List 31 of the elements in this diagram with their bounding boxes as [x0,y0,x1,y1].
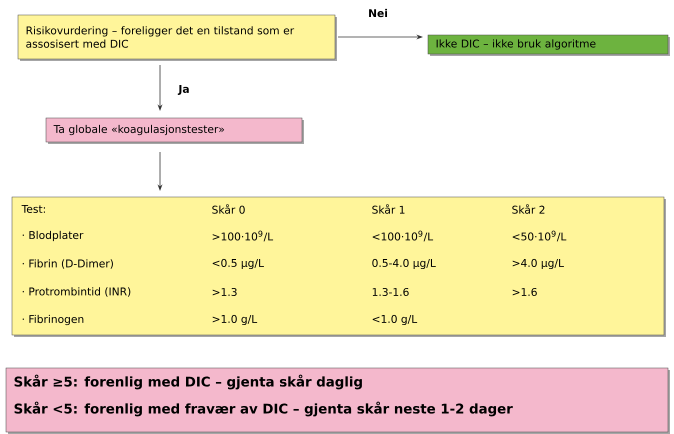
table-cell: · Blodplater [22,230,84,242]
box-text: Risikovurdering – foreligger det en tilstand som er assosisert med DIC [26,26,294,48]
table-cell: · Fibrinogen [22,314,84,326]
table-cell: · Fibrin (D-Dimer) [22,259,113,269]
result-text: Skår <5: forenlig med fravær av DIC – gjenta skår neste 1-2 dager [14,402,513,416]
box-text: Ikke DIC – ikke bruk algoritme [436,39,596,50]
table-cell: Skår 2 [512,204,544,214]
table-cell: 1.3-1.6 [372,288,409,296]
table-cell: <1.0 g/L [372,314,418,326]
edge-label: Ja [178,85,189,95]
process-box [46,118,304,144]
result-text: Skår ≥5: forenlig med DIC – gjenta skår daglig [14,374,362,390]
box-text: Ta globale «koagulasjonstester» [54,124,224,136]
table-cell: >1.6 [512,288,537,296]
process-box [18,14,337,61]
edge-label: Nei [369,8,388,18]
table-cell: >100·10$^{9}$/L [212,230,274,242]
table-cell: >1.0 g/L [212,314,258,326]
table-cell: >4.0 µg/L [512,258,564,270]
table-cell: <100·10$^{9}$/L [372,230,434,242]
table-cell: Skår 1 [372,204,404,214]
table-cell: Test: [22,205,45,213]
table-cell: >1.3 [212,288,237,296]
table-cell: Skår 0 [212,204,245,214]
table-cell: <50·10$^{9}$/L [512,230,566,242]
table-cell: 0.5-4.0 µg/L [372,258,436,270]
result-box [6,368,670,434]
score-table [12,196,666,337]
outcome-box [428,34,670,56]
table-cell: · Protrombintid (INR) [22,287,130,297]
table-cell: <0.5 µg/L [212,258,264,270]
